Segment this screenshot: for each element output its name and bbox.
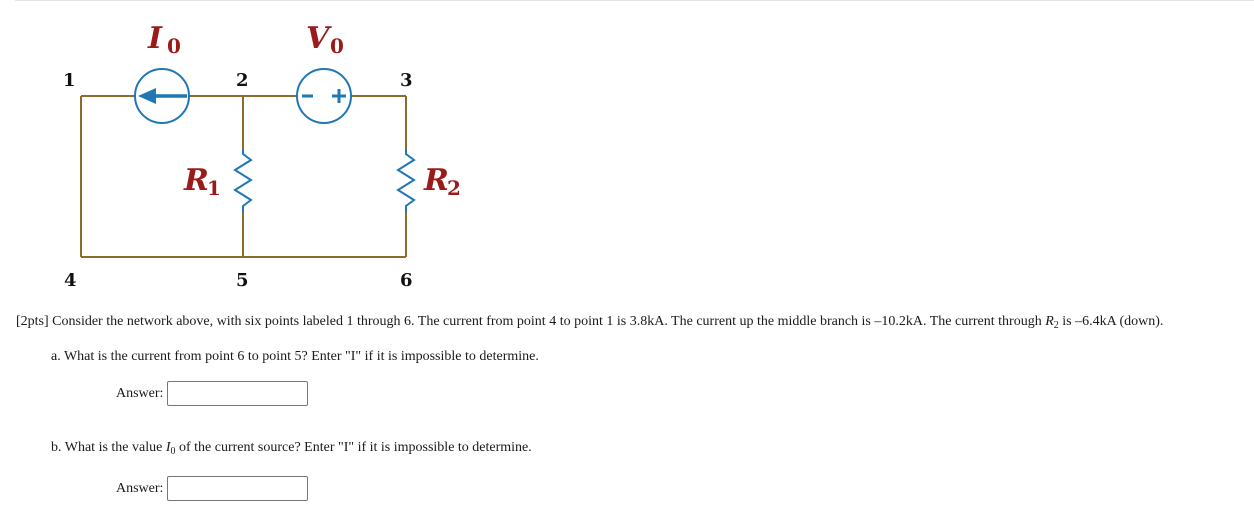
voltage-source-icon: [296, 68, 352, 124]
question-part-b: b. What is the value I0 of the current s…: [51, 440, 532, 460]
resistor-r2-label-sub: 2: [447, 176, 461, 200]
voltage-source-label: V: [306, 21, 332, 56]
answer-a-row: Answer:: [116, 381, 309, 406]
node-label-1: 1: [63, 70, 76, 91]
top-divider: [15, 0, 1254, 1]
node-label-6: 6: [400, 270, 413, 291]
question-intro-var: R: [1045, 314, 1054, 329]
question-part-b-prefix: b. What is the value: [51, 440, 166, 455]
question-part-b-var: I: [165, 440, 171, 455]
current-source-icon: [134, 68, 190, 124]
answer-b-label: Answer:: [116, 480, 164, 496]
resistor-r1-icon: [233, 150, 253, 212]
resistor-r1-label-sub: 1: [207, 176, 221, 200]
question-intro-suffix: is –6.4kA (down).: [1058, 314, 1164, 329]
circuit-diagram: 1 2 3 4 5 6 I 0 V 0 R 1 R 2: [63, 21, 461, 291]
node-label-2: 2: [236, 70, 249, 91]
question-intro: [2pts] Consider the network above, with …: [16, 314, 1163, 334]
question-part-b-var-sub: 0: [170, 446, 176, 457]
current-source-label-sub: 0: [167, 34, 181, 58]
question-intro-prefix: [2pts] Consider the network above, with …: [16, 314, 1046, 329]
question-intro-var-sub: 2: [1053, 320, 1059, 331]
answer-a-label: Answer:: [116, 385, 164, 401]
resistor-r2-label: R: [423, 163, 449, 198]
answer-b-row: Answer:: [116, 476, 309, 501]
answer-b-input[interactable]: [167, 476, 309, 501]
current-source-label: I: [147, 21, 163, 56]
node-label-4: 4: [64, 270, 77, 291]
question-part-b-suffix: of the current source? Enter "I" if it i…: [175, 440, 532, 455]
resistor-r1-label: R: [183, 163, 209, 198]
voltage-source-label-sub: 0: [330, 34, 344, 58]
resistor-r2-icon: [396, 150, 416, 212]
answer-a-input[interactable]: [167, 381, 309, 406]
node-label-5: 5: [236, 270, 249, 291]
question-part-a: a. What is the current from point 6 to p…: [51, 349, 539, 364]
node-label-3: 3: [400, 70, 413, 91]
